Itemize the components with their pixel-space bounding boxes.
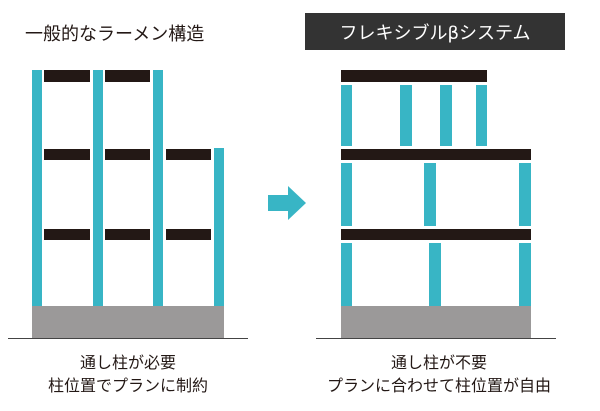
right-caption-line2: プランに合わせて柱位置が自由 [326,376,551,395]
left-caption-line2: 柱位置でプランに制約 [47,376,208,395]
right-caption-line1: 通し柱が不要 [390,353,487,372]
column [93,70,103,306]
column [424,163,436,226]
column [32,70,42,306]
column [429,243,441,306]
right-title-box: フレキシブルβシステム [305,13,565,50]
beam [105,70,150,82]
column [519,163,531,226]
column [214,148,224,306]
column [341,85,352,146]
beam [341,70,487,82]
column [153,70,163,306]
column [341,163,352,226]
left-title: 一般的なラーメン構造 [25,24,205,45]
right-title: フレキシブルβシステム [339,22,531,44]
beam [105,229,150,240]
column [519,243,531,306]
foundation [32,306,224,338]
left-caption-line1: 通し柱が必要 [79,353,176,372]
beam [44,70,90,82]
ground-line [8,338,248,339]
ground-line [316,338,556,339]
column [476,85,487,146]
right-arrow-icon [268,186,306,220]
beam [105,149,150,160]
foundation [341,306,531,338]
beam [44,149,90,160]
beam [341,229,531,240]
beam [166,149,211,160]
column [341,243,352,306]
beam [44,229,90,240]
column [400,85,412,146]
beam [166,229,211,240]
column [440,85,452,146]
beam [341,149,531,160]
